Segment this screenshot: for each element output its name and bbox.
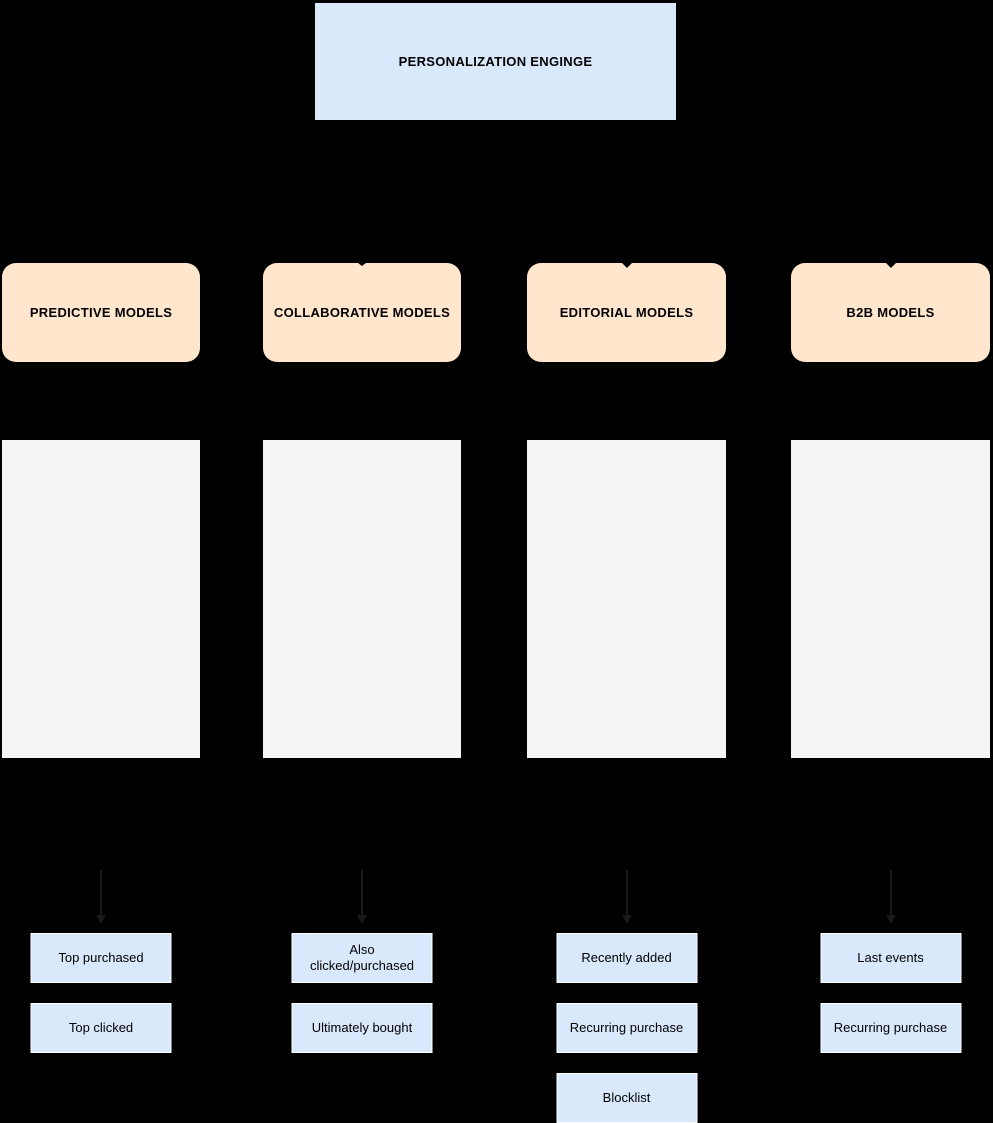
model-item-label: Ultimately bought xyxy=(311,1019,413,1035)
model-item-label: Top clicked xyxy=(68,1019,134,1035)
model-group-predictive: PREDICTIVE MODELS Top purchased Top clic… xyxy=(2,0,200,1053)
model-item-label: Recurring purchase xyxy=(833,1019,948,1035)
model-group-collaborative: COLLABORATIVE MODELS Also clicked/purcha… xyxy=(263,0,461,1053)
model-item-label: Recently added xyxy=(581,949,672,965)
model-header-label: PREDICTIVE MODELS xyxy=(29,305,173,320)
model-header-label: EDITORIAL MODELS xyxy=(559,305,694,320)
model-header-label: COLLABORATIVE MODELS xyxy=(273,305,451,320)
connector-arrowhead-icon xyxy=(358,263,366,266)
model-item: Blocklist xyxy=(556,1073,697,1123)
down-arrow-icon xyxy=(625,870,628,915)
down-arrow-icon xyxy=(100,870,102,915)
engine-node: PERSONALIZATION ENGINGE xyxy=(315,3,676,120)
model-group-editorial: EDITORIAL MODELS Recently added Recurrin… xyxy=(527,0,726,1123)
down-arrow-icon xyxy=(889,870,892,915)
model-item-label: Last events xyxy=(857,949,924,965)
model-item-label: Also clicked/purchased xyxy=(309,941,415,973)
model-column-editorial: Recently added Recurring purchase Blockl… xyxy=(527,440,726,1123)
model-item: Also clicked/purchased xyxy=(291,933,433,983)
model-item: Top purchased xyxy=(30,933,172,983)
connector-arrowhead-icon xyxy=(885,263,896,268)
model-item-label: Blocklist xyxy=(602,1089,651,1105)
model-column-b2b: Last events Recurring purchase xyxy=(791,440,990,1053)
model-item: Recurring purchase xyxy=(820,1003,961,1053)
model-header-b2b: B2B MODELS xyxy=(791,263,990,362)
model-item: Last events xyxy=(820,933,961,983)
model-header-collaborative: COLLABORATIVE MODELS xyxy=(263,263,461,362)
model-header-predictive: PREDICTIVE MODELS xyxy=(2,263,200,362)
model-column-predictive: Top purchased Top clicked xyxy=(2,440,200,1053)
model-item: Top clicked xyxy=(30,1003,172,1053)
model-header-editorial: EDITORIAL MODELS xyxy=(527,263,726,362)
model-column-collaborative: Also clicked/purchased Ultimately bought xyxy=(263,440,461,1053)
engine-node-label: PERSONALIZATION ENGINGE xyxy=(398,54,593,69)
connector-arrowhead-icon xyxy=(621,263,632,268)
model-item-label: Recurring purchase xyxy=(569,1019,684,1035)
model-item-label: Top purchased xyxy=(58,949,144,965)
model-group-b2b: B2B MODELS Last events Recurring purchas… xyxy=(791,0,990,1053)
down-arrow-icon xyxy=(361,870,363,915)
model-item: Ultimately bought xyxy=(291,1003,433,1053)
model-header-label: B2B MODELS xyxy=(846,305,935,320)
model-item: Recurring purchase xyxy=(556,1003,697,1053)
model-item: Recently added xyxy=(556,933,697,983)
